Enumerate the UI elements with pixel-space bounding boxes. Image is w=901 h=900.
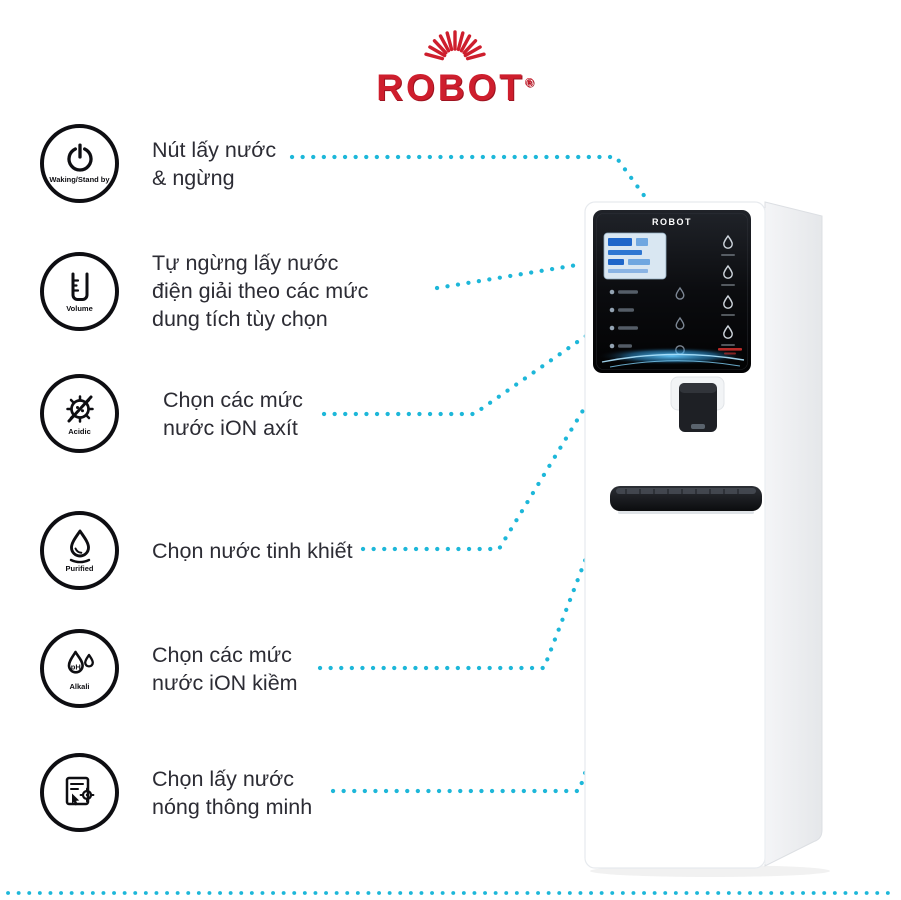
power-icon: Waking/Stand by [40,124,119,203]
brand-logo: ROBOT® [357,26,553,106]
registered-mark: ® [524,75,534,90]
feature-volume-text: Tự ngừng lấy nước điện giải theo các mức… [152,249,368,333]
volume-icon-label: Volume [66,303,93,313]
panel-left-buttons[interactable] [609,289,638,349]
feature-volume-line3: dung tích tùy chọn [152,307,328,331]
dispenser-nozzle [670,376,725,432]
feature-power-line2: & ngừng [152,165,235,190]
feature-acidic-line1: Chọn các mức [163,387,303,412]
alkali-icon-label: Alkali [69,682,90,692]
control-panel[interactable]: ROBOT [593,210,751,373]
power-icon-label: Waking/Stand by [49,175,110,185]
feature-volume-line2: điện giải theo các mức [152,279,369,303]
feature-smart: Chọn lấy nước nóng thông minh [40,753,312,832]
feature-smart-line2: nóng thông minh [152,794,313,819]
brand-sunburst-icon [424,30,486,61]
alkali-icon: pH Alkali [40,629,119,708]
feature-acidic-text: Chọn các mức nước iON axít [163,386,303,442]
feature-alkali-line1: Chọn các mức [152,642,292,667]
feature-power-line1: Nút lấy nước [152,137,277,162]
device-side-panel [764,201,823,867]
panel-red-caption [718,348,742,355]
ph-text: pH [70,663,80,672]
feature-volume-line1: Tự ngừng lấy nước [152,251,339,275]
panel-right-buttons[interactable] [721,234,735,346]
feature-volume: Volume Tự ngừng lấy nước điện giải theo … [40,249,368,333]
water-purifier-device: ROBOT [560,180,860,880]
feature-alkali: pH Alkali Chọn các mức nước iON kiềm [40,629,298,708]
feature-acidic-line2: nước iON axít [163,415,298,440]
smart-select-icon [40,753,119,832]
brand-name-text: ROBOT [376,67,525,108]
purified-icon-label: Purified [65,564,94,574]
brand-name: ROBOT® [376,69,533,106]
panel-light-streak [598,347,746,368]
connector-acidic [321,328,596,417]
feature-purified: Purified Chọn nước tinh khiết [40,511,353,590]
lcd-display [603,232,667,280]
feature-acidic: Acidic Chọn các mức nước iON axít [40,374,303,453]
feature-purified-text: Chọn nước tinh khiết [152,537,353,565]
volume-icon: Volume [40,251,119,331]
feature-smart-line1: Chọn lấy nước [152,766,295,791]
purified-icon: Purified [40,511,119,590]
feature-alkali-text: Chọn các mức nước iON kiềm [152,641,298,697]
feature-smart-text: Chọn lấy nước nóng thông minh [152,765,312,821]
drip-tray [610,486,762,514]
feature-alkali-line2: nước iON kiềm [152,670,298,695]
acidic-icon: Acidic [40,374,119,453]
acidic-icon-label: Acidic [68,427,91,437]
panel-brand-text: ROBOT [652,217,692,227]
feature-power: Waking/Stand by Nút lấy nước & ngừng [40,124,276,203]
feature-purified-line1: Chọn nước tinh khiết [152,538,353,563]
feature-power-text: Nút lấy nước & ngừng [152,136,276,192]
